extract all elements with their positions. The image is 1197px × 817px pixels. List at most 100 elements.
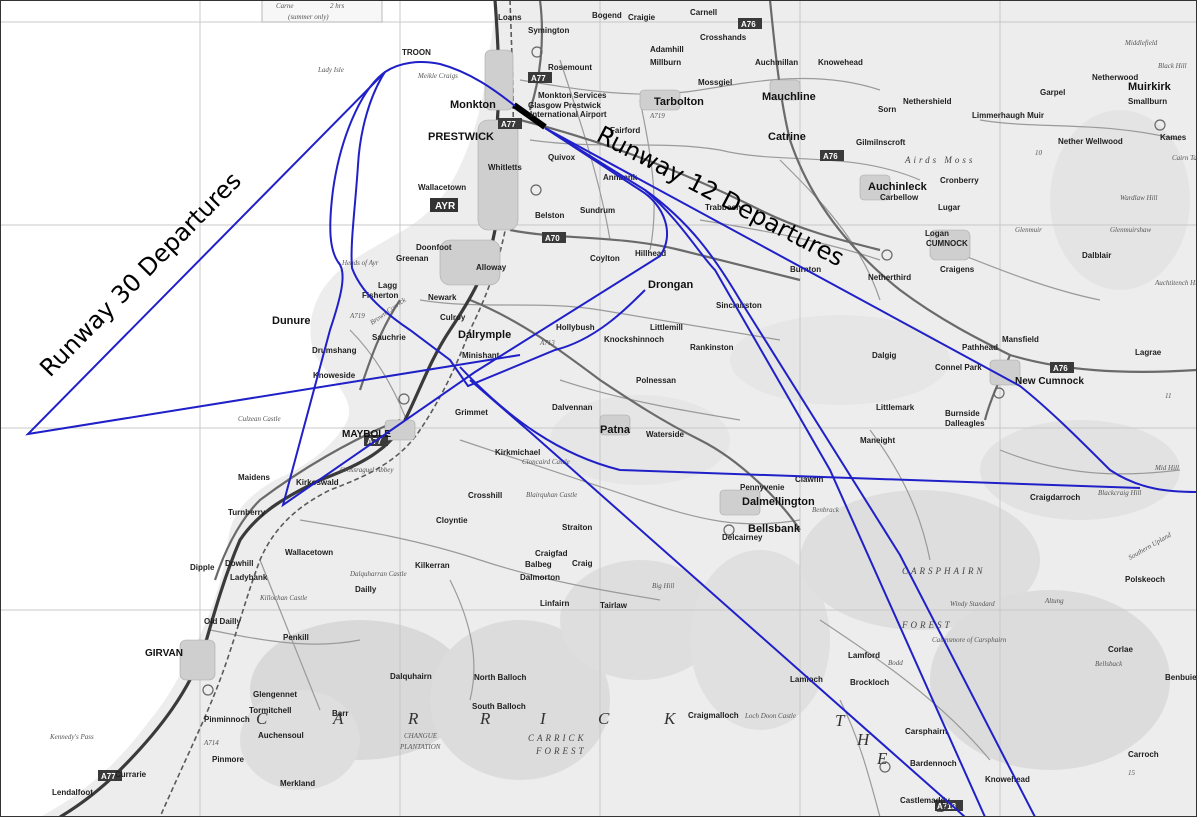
region-letter: R [407,709,420,728]
place-label: Middlefield [1124,39,1158,47]
place-labels: TROON Lady Isle Meikle Craigs Monkton PR… [49,8,1197,805]
place-label: Dalquharran Castle [349,570,407,578]
road-badge: A77 [101,772,116,781]
place-label: Rankinston [690,343,734,352]
ring-symbol-icon [202,684,214,696]
place-label: Carroch [1128,750,1159,759]
ring-symbol-icon [531,46,543,58]
place-label: Old Dailly [204,617,241,626]
place-label: Pinminnoch [204,715,250,724]
place-label: Garpel [1040,88,1065,97]
place-label: Castlemaddy [900,796,950,805]
place-label: Crosshands [700,33,747,42]
place-label: Burnside [945,409,980,418]
place-label: Hollybush [556,323,595,332]
place-label: Ladybank [230,573,268,582]
place-label: Fairford [610,126,640,135]
region-letter: T [835,711,846,730]
region-letter: K [663,709,677,728]
place-label: PLANTATION [399,743,441,751]
spot-height: 15 [1128,769,1136,777]
place-label: Auchinleck [868,181,928,193]
place-label: Dailly [355,585,377,594]
road-badges: A77 A76 A77 AYR A70 A76 A77 A76 A77 A713 [98,18,1074,811]
place-label: Knowehead [818,58,863,67]
place-label: Craigmalloch [688,711,739,720]
place-label: Waterside [646,430,684,439]
place-label: Symington [528,26,569,35]
place-label: FOREST [901,620,953,630]
place-label: Cronberry [940,176,979,185]
place-label: Dalgig [872,351,897,360]
place-label: Drongan [648,279,694,291]
hill-shade [930,590,1170,770]
spot-height: 10 [1035,149,1043,157]
place-label: Benbuie [1165,673,1197,682]
place-label: MAYBOLE [342,429,391,440]
place-label: Dalrymple [458,329,511,341]
place-label: Lady Isle [317,66,344,74]
place-label: Crosshill [468,491,502,500]
hill-shade [690,550,830,730]
ring-symbol-icon [530,184,542,196]
place-label: CARRICK [528,733,587,743]
place-label: Currarie [115,770,147,779]
place-label: Adamhill [650,45,684,54]
place-label: PRESTWICK [428,131,494,143]
place-label: Balbeg [525,560,552,569]
road-badge: A77 [501,120,516,129]
header-box [261,0,383,23]
place-label: Dalquhairn [390,672,432,681]
region-letter: R [479,709,492,728]
place-label: Polskeoch [1125,575,1165,584]
place-label: Coylton [590,254,620,263]
place-label: Mauchline [762,91,816,103]
place-label: Kames [1160,133,1187,142]
place-label: Kennedy's Pass [49,733,94,741]
place-label: Straiton [562,523,592,532]
place-label: Tormitchell [249,706,292,715]
ring-symbol-icon [881,249,893,261]
place-label: International Airport [530,110,607,119]
minor-roads [209,59,1181,817]
runway-marker [512,102,547,130]
place-label: Cairnsmore of Carsphairn [932,636,1007,644]
header-text: 2 hrs [330,2,344,10]
place-label: Maidens [238,473,271,482]
place-label: Nether Wellwood [1058,137,1123,146]
place-label: Bodd [888,659,903,667]
place-label: Merkland [280,779,315,788]
place-label: Altung [1044,597,1064,605]
place-label: Netherwood [1092,73,1138,82]
place-label: Netherthird [868,273,911,282]
road-badge: A713 [937,802,957,811]
ring-symbol-icon [723,524,735,536]
place-label: Doonfoot [416,243,452,252]
place-label: Airds Moss [904,155,975,165]
place-label: Lugar [938,203,960,212]
place-label: Bardennoch [910,759,957,768]
urban-areas [179,49,1021,681]
place-label: Sorn [878,105,896,114]
place-label: Brockloch [850,678,889,687]
place-label: Pathhead [962,343,998,352]
place-label: Mossgiel [698,78,732,87]
ring-symbol-icon [1154,119,1166,131]
place-label: South Balloch [472,702,526,711]
place-label: Greenan [396,254,429,263]
place-label: Mid Hill [1154,464,1179,472]
place-label: Knoweside [313,371,356,380]
place-label: Polnessan [636,376,676,385]
place-label: CHANGUE [404,732,438,740]
place-label: Lendalfoot [52,788,93,797]
road-badge: A76 [741,20,756,29]
place-label: Crossraguel Abbey [340,466,394,474]
place-label: Dalvennan [552,403,593,412]
place-label: Kilkerran [415,561,450,570]
road-badge: AYR [435,201,456,212]
place-label: Craigdarroch [1030,493,1080,502]
place-label: Delcairney [722,533,763,542]
place-label: Sinclairston [716,301,762,310]
place-label: Killochan Castle [259,594,307,602]
